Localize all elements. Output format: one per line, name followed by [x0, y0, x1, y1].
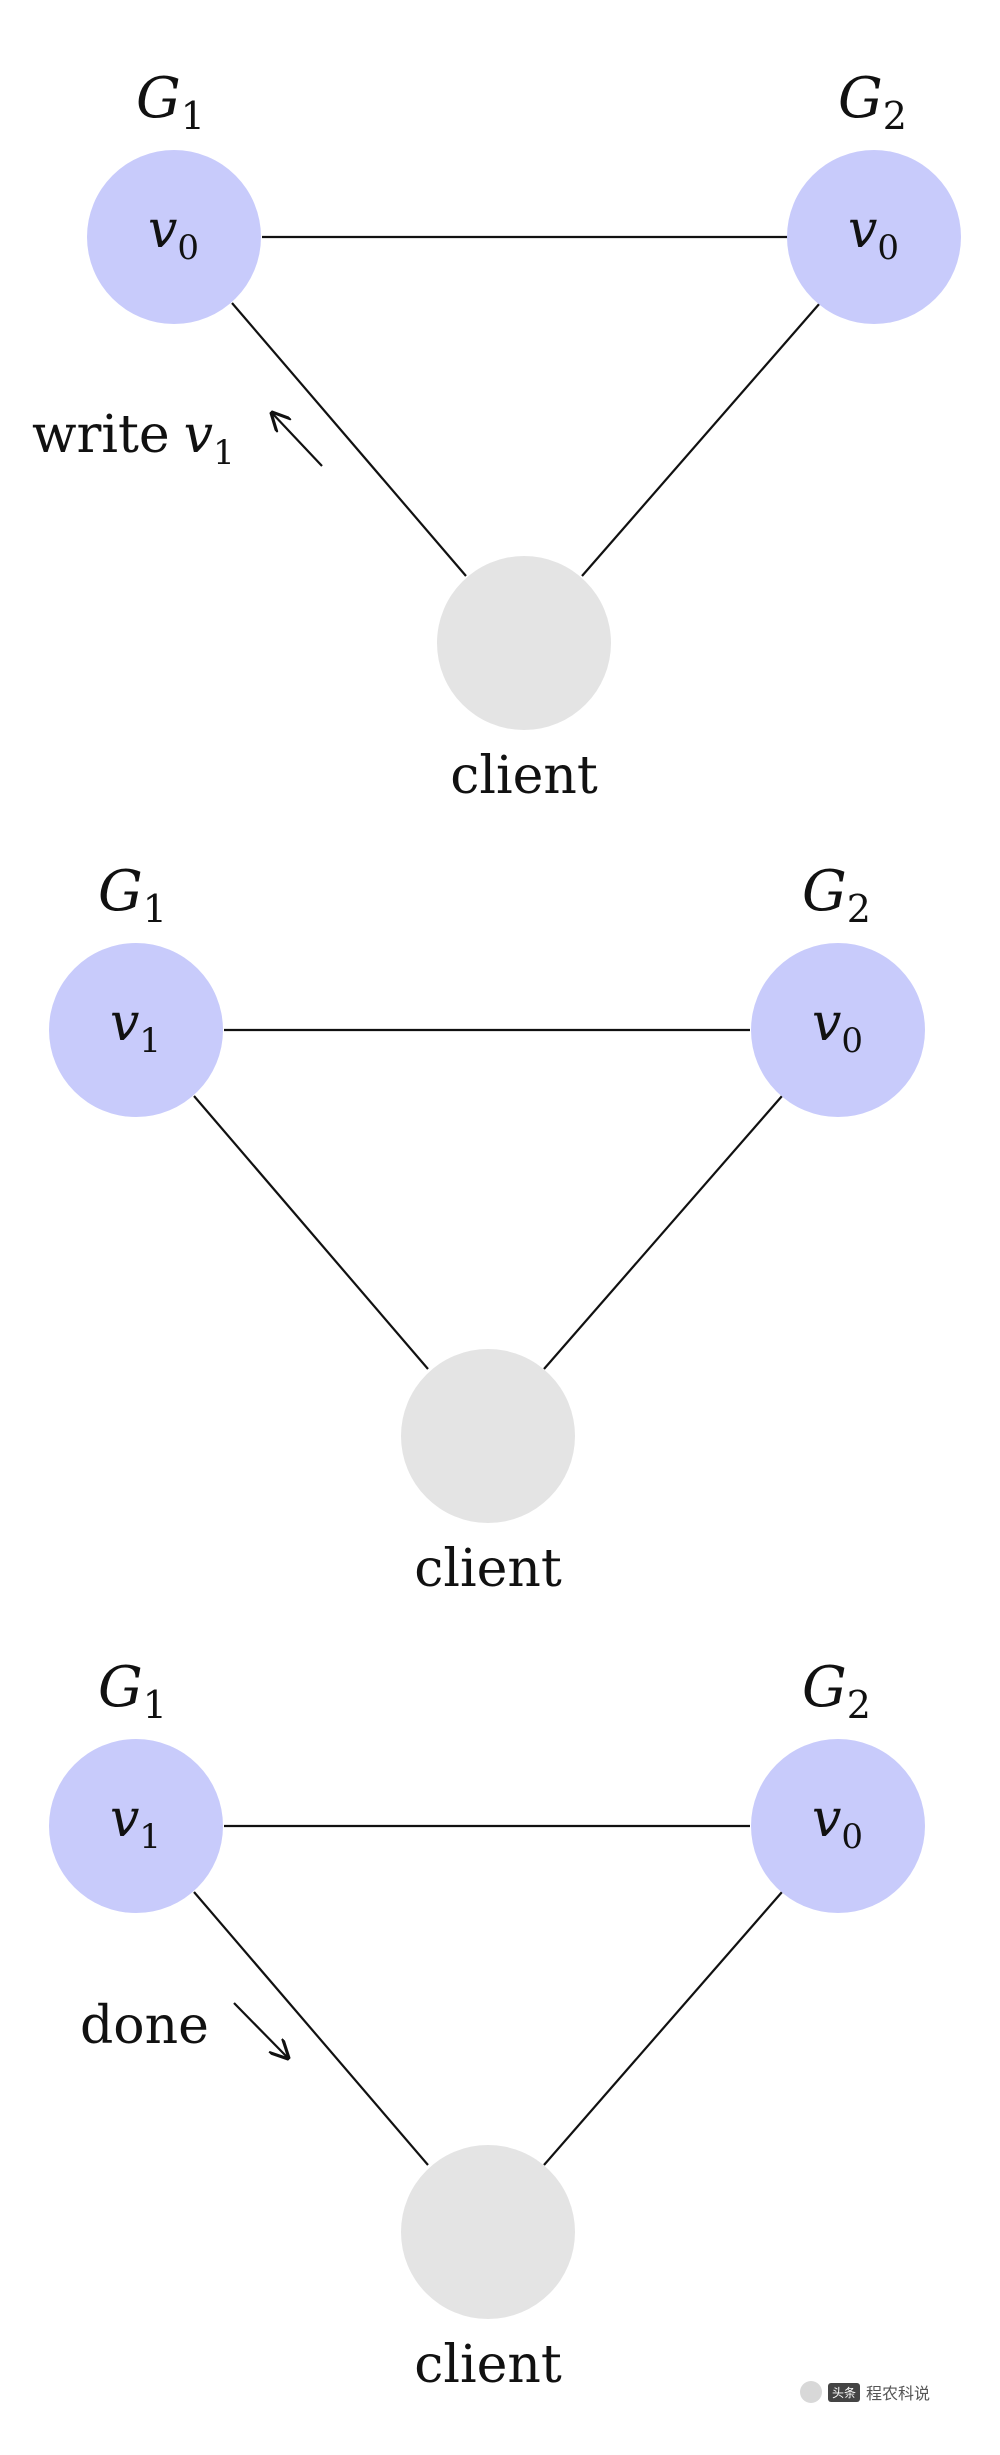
watermark: 头条 程农科说 [799, 2380, 930, 2404]
edge-g2-client [543, 1891, 783, 2166]
watermark-logo-icon [799, 2381, 822, 2403]
node-client [437, 556, 611, 730]
node-g1 [87, 150, 261, 324]
edge-g1-client [231, 302, 467, 577]
g2-value: v0 [848, 200, 899, 268]
arrow-to-client [233, 2002, 288, 2058]
client-label: client [450, 746, 598, 806]
client-label: client [414, 2335, 562, 2395]
node-client [401, 1349, 575, 1523]
node-client [401, 2145, 575, 2319]
g1-value: v1 [110, 993, 161, 1061]
node-g2 [787, 150, 961, 324]
watermark-badge: 头条 [827, 2382, 860, 2402]
node-g1 [49, 943, 223, 1117]
edge-g1-client [193, 1095, 429, 1370]
edge-g1-client [193, 1891, 429, 2166]
g2-label: G2 [802, 859, 871, 931]
edge-g2-client [543, 1095, 783, 1370]
g2-label: G2 [838, 66, 907, 138]
node-g2 [751, 1739, 925, 1913]
g1-value: v0 [148, 200, 199, 268]
panel-3: G1 G2 v1 v0 client done [49, 1655, 925, 2395]
g2-value: v0 [812, 993, 863, 1061]
node-g1 [49, 1739, 223, 1913]
g1-label: G1 [136, 66, 205, 138]
g2-label: G2 [802, 1655, 871, 1727]
g2-value: v0 [812, 1789, 863, 1857]
g1-label: G1 [98, 1655, 167, 1727]
g1-label: G1 [98, 859, 167, 931]
g1-value: v1 [110, 1789, 161, 1857]
edge-g2-client [581, 302, 821, 577]
client-label: client [414, 1539, 562, 1599]
panel-2: G1 G2 v1 v0 client [49, 859, 925, 1599]
arrow-to-g1 [272, 413, 323, 467]
watermark-text: 程农科说 [865, 2384, 930, 2403]
node-g2 [751, 943, 925, 1117]
message-done: done [80, 1996, 209, 2056]
